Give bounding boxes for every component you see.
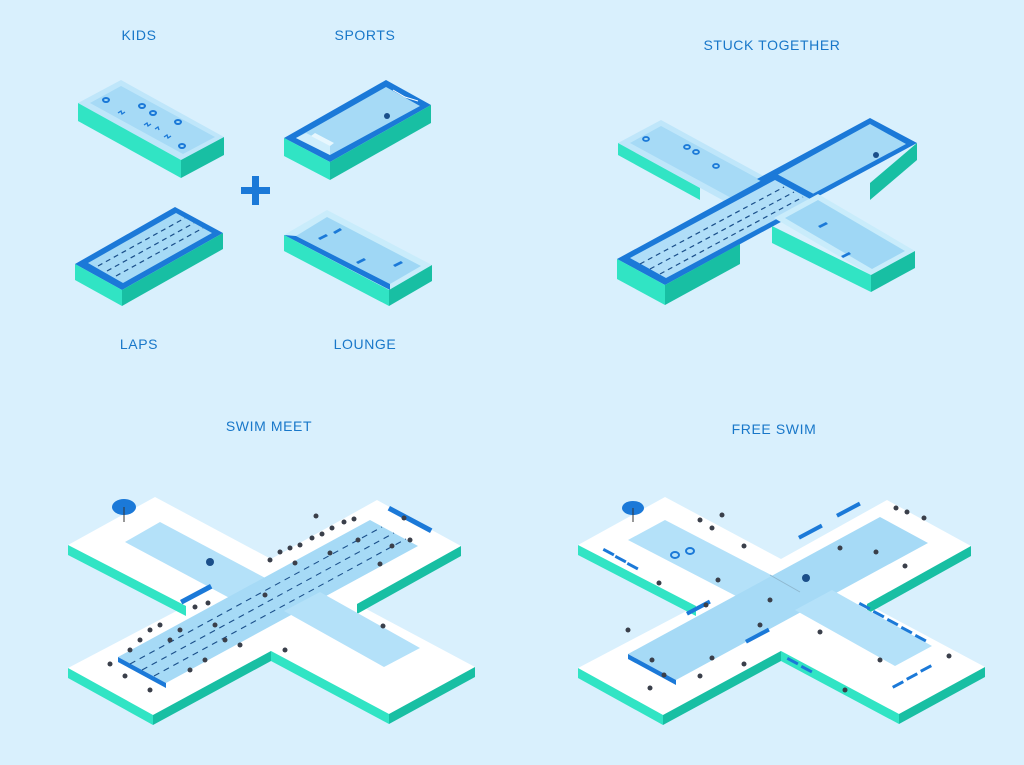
lounge-label: LOUNGE — [333, 336, 397, 352]
swim-meet-label: SWIM MEET — [225, 418, 313, 434]
free-swim-deck — [578, 497, 985, 725]
swim-meet-deck — [68, 497, 475, 725]
free-swim-label: FREE SWIM — [731, 421, 817, 437]
kids-pool — [78, 80, 224, 178]
crowd-free-swim — [625, 505, 952, 693]
umbrella-icon — [622, 501, 644, 522]
laps-label: LAPS — [119, 336, 159, 352]
sports-pool — [284, 80, 431, 180]
laps-pool — [75, 207, 223, 306]
kids-label: KIDS — [121, 27, 157, 43]
stuck-together-pools — [617, 118, 917, 305]
lounge-pool — [284, 210, 432, 306]
stuck-together-label: STUCK TOGETHER — [703, 37, 841, 53]
crowd-swim-meet — [107, 513, 413, 693]
umbrella-icon — [112, 499, 136, 522]
sports-label: SPORTS — [334, 27, 396, 43]
plus-icon — [241, 176, 270, 205]
